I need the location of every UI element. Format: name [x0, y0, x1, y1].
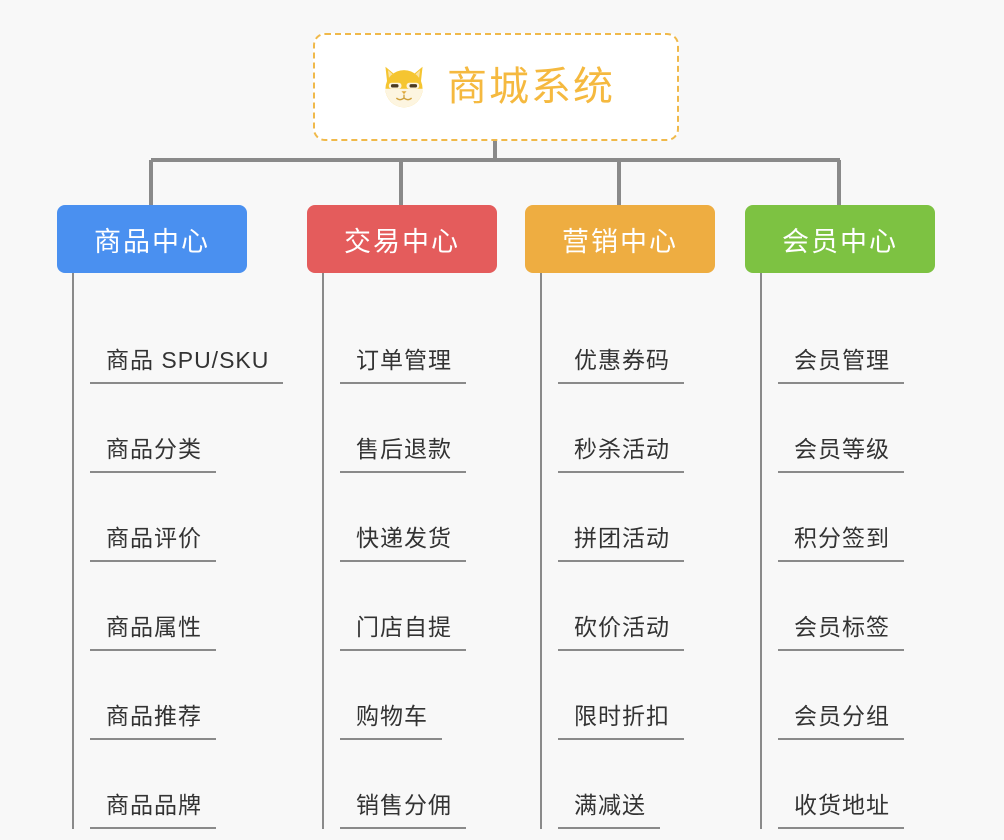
- leaf-list: 优惠券码秒杀活动拼团活动砍价活动限时折扣满减送: [540, 273, 715, 829]
- leaf-item[interactable]: 会员标签: [778, 562, 935, 651]
- leaf-item[interactable]: 门店自提: [340, 562, 497, 651]
- leaf-item[interactable]: 拼团活动: [558, 473, 715, 562]
- leaf-item-label: 商品分类: [90, 430, 216, 473]
- leaf-item[interactable]: 秒杀活动: [558, 384, 715, 473]
- leaf-item-label: 收货地址: [778, 786, 904, 829]
- branch-header[interactable]: 交易中心: [307, 205, 497, 273]
- leaf-item[interactable]: 积分签到: [778, 473, 935, 562]
- branch-header-label: 商品中心: [94, 226, 210, 257]
- leaf-item-label: 快递发货: [340, 519, 466, 562]
- leaf-item[interactable]: 满减送: [558, 740, 715, 829]
- leaf-item-label: 购物车: [340, 697, 442, 740]
- leaf-item-label: 会员标签: [778, 608, 904, 651]
- branch-header-label: 营销中心: [562, 226, 678, 257]
- leaf-item-label: 门店自提: [340, 608, 466, 651]
- leaf-item-label: 积分签到: [778, 519, 904, 562]
- branch-header-label: 会员中心: [782, 226, 898, 257]
- leaf-item[interactable]: 售后退款: [340, 384, 497, 473]
- leaf-item[interactable]: 商品属性: [90, 562, 247, 651]
- branch-column-0: 商品中心商品 SPU/SKU 商品分类商品评价商品属性商品推荐商品品牌: [57, 205, 284, 829]
- leaf-item-label: 秒杀活动: [558, 430, 684, 473]
- leaf-item[interactable]: 购物车: [340, 651, 497, 740]
- leaf-item-label: 商品评价: [90, 519, 216, 562]
- leaf-item[interactable]: 商品 SPU/SKU: [90, 295, 284, 384]
- leaf-item-label: 商品推荐: [90, 697, 216, 740]
- leaf-item-label: 商品 SPU/SKU: [90, 341, 284, 384]
- leaf-list: 订单管理售后退款快递发货门店自提购物车销售分佣: [322, 273, 497, 829]
- leaf-item[interactable]: 订单管理: [340, 295, 497, 384]
- leaf-item[interactable]: 会员等级: [778, 384, 935, 473]
- leaf-list: 商品 SPU/SKU 商品分类商品评价商品属性商品推荐商品品牌: [72, 273, 284, 829]
- leaf-item-label: 商品品牌: [90, 786, 216, 829]
- branch-column-1: 交易中心订单管理售后退款快递发货门店自提购物车销售分佣: [307, 205, 497, 829]
- leaf-item-label: 会员等级: [778, 430, 904, 473]
- leaf-list: 会员管理会员等级积分签到会员标签会员分组收货地址: [760, 273, 935, 829]
- shiba-dog-face-icon: [385, 66, 423, 108]
- leaf-item[interactable]: 商品评价: [90, 473, 247, 562]
- leaf-item-label: 会员管理: [778, 341, 904, 384]
- leaf-item-label: 拼团活动: [558, 519, 684, 562]
- branch-header-label: 交易中心: [344, 226, 460, 257]
- branch-header[interactable]: 会员中心: [745, 205, 935, 273]
- leaf-item-label: 会员分组: [778, 697, 904, 740]
- leaf-item[interactable]: 会员管理: [778, 295, 935, 384]
- leaf-item[interactable]: 优惠券码: [558, 295, 715, 384]
- leaf-item-label: 砍价活动: [558, 608, 684, 651]
- leaf-item[interactable]: 销售分佣: [340, 740, 497, 829]
- leaf-item[interactable]: 限时折扣: [558, 651, 715, 740]
- leaf-item-label: 优惠券码: [558, 341, 684, 384]
- leaf-item[interactable]: 会员分组: [778, 651, 935, 740]
- leaf-item[interactable]: 商品推荐: [90, 651, 247, 740]
- leaf-item[interactable]: 砍价活动: [558, 562, 715, 651]
- branch-header[interactable]: 营销中心: [525, 205, 715, 273]
- leaf-item[interactable]: 收货地址: [778, 740, 935, 829]
- leaf-item-label: 满减送: [558, 786, 660, 829]
- branch-header[interactable]: 商品中心: [57, 205, 247, 273]
- leaf-item-label: 商品属性: [90, 608, 216, 651]
- branch-column-2: 营销中心优惠券码秒杀活动拼团活动砍价活动限时折扣满减送: [525, 205, 715, 829]
- leaf-item-label: 订单管理: [340, 341, 466, 384]
- leaf-item-label: 销售分佣: [340, 786, 466, 829]
- leaf-item[interactable]: 快递发货: [340, 473, 497, 562]
- leaf-item-label: 售后退款: [340, 430, 466, 473]
- leaf-item[interactable]: 商品品牌: [90, 740, 247, 829]
- branch-column-3: 会员中心会员管理会员等级积分签到会员标签会员分组收货地址: [745, 205, 935, 829]
- root-title: 商城系统: [447, 65, 615, 109]
- leaf-item-label: 限时折扣: [558, 697, 684, 740]
- root-node[interactable]: 商城系统: [313, 33, 679, 141]
- leaf-item[interactable]: 商品分类: [90, 384, 247, 473]
